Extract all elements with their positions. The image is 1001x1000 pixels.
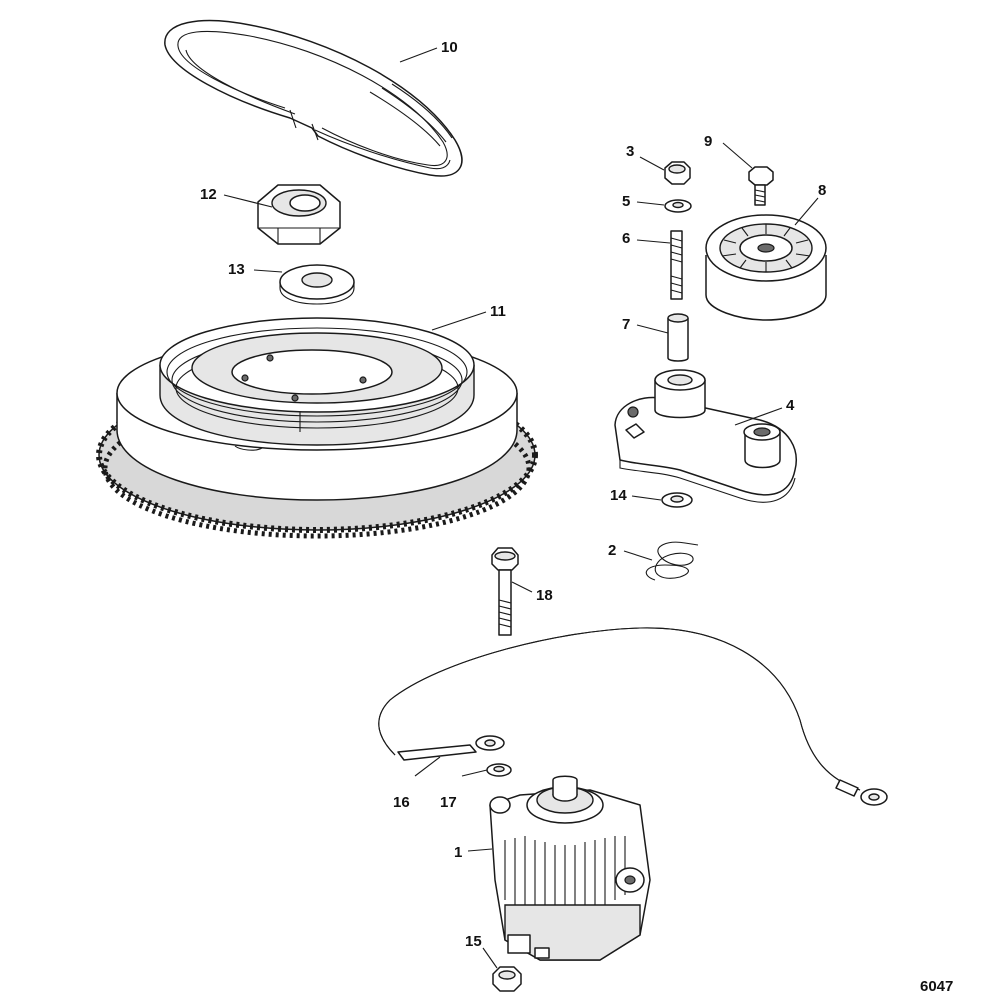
alternator	[489, 775, 651, 961]
callout-15: 15	[465, 933, 482, 950]
callout-14: 14	[610, 487, 627, 504]
callout-11: 11	[490, 303, 506, 320]
flywheel	[96, 317, 538, 539]
stud	[670, 230, 683, 300]
callout-9: 9	[704, 133, 712, 150]
callout-3: 3	[626, 143, 634, 160]
callout-16: 16	[393, 794, 410, 811]
callout-17: 17	[440, 794, 457, 811]
callout-5: 5	[622, 193, 630, 210]
callout-13: 13	[228, 261, 245, 278]
washer	[486, 763, 512, 777]
callout-8: 8	[818, 182, 826, 199]
callout-12: 12	[200, 186, 217, 203]
idler-pulley	[705, 214, 827, 321]
nut	[492, 966, 522, 992]
callout-2: 2	[608, 542, 616, 559]
callout-labels: 10 11 12 13 3 9 5 6 7 8 4 14 2 18 16 17 …	[200, 39, 953, 995]
callout-10: 10	[441, 39, 458, 56]
flywheel-washer	[279, 264, 355, 305]
flywheel-nut	[257, 184, 341, 245]
leader-lines	[223, 47, 819, 969]
nut	[664, 161, 691, 185]
sleeve	[667, 313, 689, 362]
bolt	[748, 166, 774, 206]
figure-number: 6047	[920, 978, 953, 995]
callout-4: 4	[786, 397, 795, 414]
bolt	[491, 547, 519, 636]
washer	[664, 199, 692, 213]
callout-7: 7	[622, 316, 630, 333]
spring	[645, 541, 699, 581]
tensioner-arm	[614, 369, 797, 503]
callout-18: 18	[536, 587, 553, 604]
callout-6: 6	[622, 230, 630, 247]
drive-belt	[164, 19, 463, 177]
ground-cable	[378, 627, 888, 806]
callout-1: 1	[454, 844, 462, 861]
washer	[661, 492, 693, 508]
